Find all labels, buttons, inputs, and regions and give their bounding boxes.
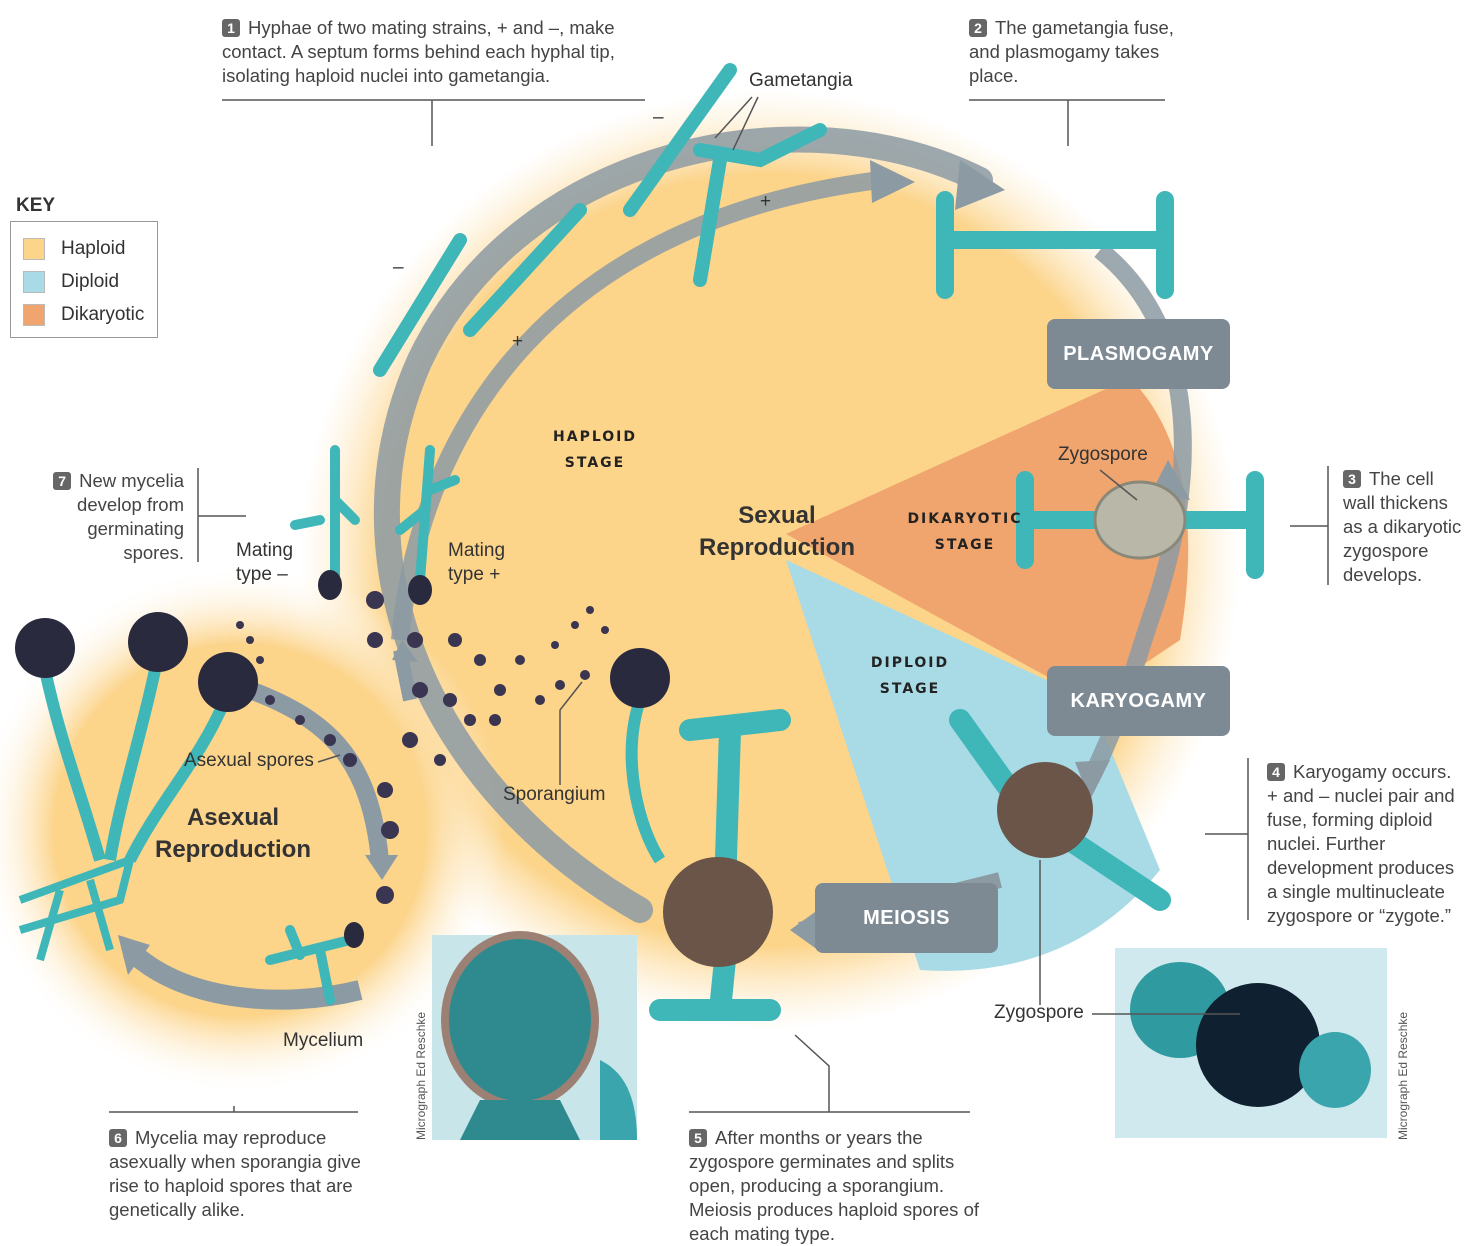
key-label-dikaryotic: Dikaryotic [61, 304, 144, 326]
diploid-stage-line2: STAGE [855, 676, 965, 702]
minus-label-left: – [393, 256, 404, 280]
step-4-text: Karyogamy occurs. + and – nuclei pair an… [1267, 761, 1455, 926]
haploid-stage-label: HAPLOID STAGE [530, 424, 660, 476]
mating-plus-line1: Mating [448, 539, 505, 563]
dikaryotic-swatch [23, 304, 45, 326]
sexual-title-line2: Reproduction [692, 532, 862, 564]
step-2-text: The gametangia fuse, and plasmogamy take… [969, 17, 1174, 86]
sporangium-micrograph [432, 935, 637, 1140]
plus-label-top: + [760, 190, 771, 214]
minus-label-top: – [653, 106, 664, 130]
zygospore-label-bottom: Zygospore [994, 1001, 1084, 1025]
asexual-spores-label: Asexual spores [184, 749, 314, 773]
step-7: 7 New mycelia develop from germinating sp… [34, 469, 184, 565]
mating-type-plus-label: Mating type + [448, 539, 505, 587]
step-7-text: New mycelia develop from germinating spo… [77, 470, 184, 563]
karyogamy-box: KARYOGAMY [1047, 666, 1230, 736]
mating-minus-line2: type – [236, 563, 293, 587]
sexual-title-line1: Sexual [692, 500, 862, 532]
diploid-stage-line1: DIPLOID [855, 650, 965, 676]
step-4-number: 4 [1267, 763, 1285, 781]
sexual-reproduction-title: Sexual Reproduction [692, 500, 862, 564]
key-item-haploid: Haploid [23, 232, 145, 265]
step-1-text: Hyphae of two mating strains, + and –, m… [222, 17, 615, 86]
step-5-text: After months or years the zygospore germ… [689, 1127, 979, 1244]
sporangium-label: Sporangium [503, 783, 605, 807]
zygospore-label-top: Zygospore [1058, 443, 1148, 467]
step-7-number: 7 [53, 472, 71, 490]
step-1-number: 1 [222, 19, 240, 37]
meiosis-box: MEIOSIS [815, 883, 998, 953]
key-item-diploid: Diploid [23, 265, 145, 298]
key-legend: KEY Haploid Diploid Dikaryotic [10, 195, 158, 338]
gametangia-label: Gametangia [749, 69, 853, 93]
step-5-number: 5 [689, 1129, 707, 1147]
mating-plus-line2: type + [448, 563, 505, 587]
key-box: Haploid Diploid Dikaryotic [10, 221, 158, 338]
micrograph-credit-left: Micrograph Ed Reschke [414, 1012, 428, 1140]
mycelium-label: Mycelium [283, 1029, 363, 1053]
mating-minus-line1: Mating [236, 539, 293, 563]
diploid-swatch [23, 271, 45, 293]
plasmogamy-box: PLASMOGAMY [1047, 319, 1230, 389]
key-item-dikaryotic: Dikaryotic [23, 298, 145, 331]
dikaryotic-stage-line1: DIKARYOTIC [900, 506, 1030, 532]
micrograph-credit-right: Micrograph Ed Reschke [1396, 1012, 1410, 1140]
step-2-number: 2 [969, 19, 987, 37]
dikaryotic-stage-line2: STAGE [900, 532, 1030, 558]
plus-label-left: + [512, 330, 523, 354]
key-label-diploid: Diploid [61, 271, 119, 293]
key-title: KEY [16, 195, 158, 217]
haploid-swatch [23, 238, 45, 260]
zygospore-micrograph [1115, 948, 1387, 1138]
haploid-stage-line2: STAGE [530, 450, 660, 476]
key-label-haploid: Haploid [61, 238, 125, 260]
step-6-number: 6 [109, 1129, 127, 1147]
asexual-reproduction-title: Asexual Reproduction [148, 802, 318, 866]
dikaryotic-stage-label: DIKARYOTIC STAGE [900, 506, 1030, 558]
asexual-title-line1: Asexual [148, 802, 318, 834]
diploid-stage-label: DIPLOID STAGE [855, 650, 965, 702]
asexual-title-line2: Reproduction [148, 834, 318, 866]
step-3-number: 3 [1343, 470, 1361, 488]
step-6-text: Mycelia may reproduce asexually when spo… [109, 1127, 361, 1220]
haploid-stage-line1: HAPLOID [530, 424, 660, 450]
mating-type-minus-label: Mating type – [236, 539, 293, 587]
